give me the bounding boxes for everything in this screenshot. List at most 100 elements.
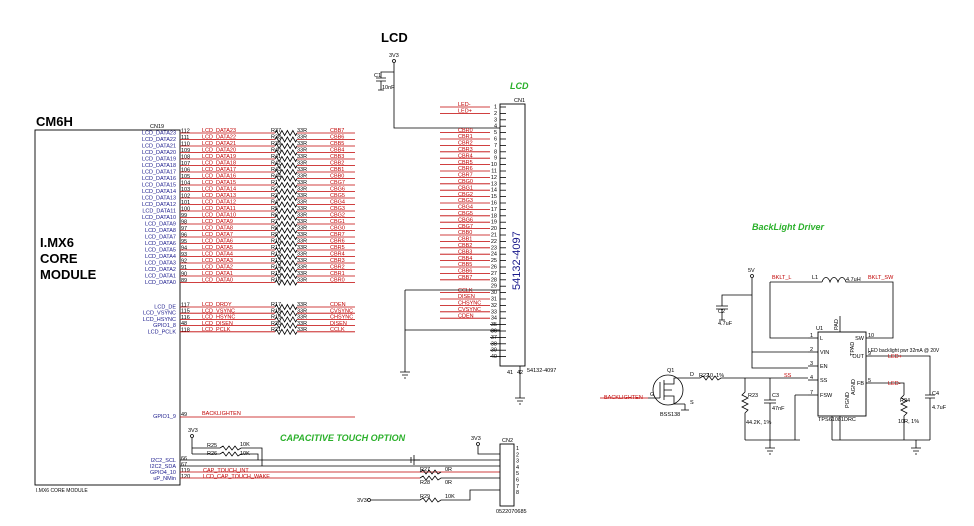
module-pin-label: LCD_DATA17 [142, 170, 176, 176]
series-resistor-value: 33R [297, 154, 307, 160]
cn1-pin-number: 10 [491, 162, 497, 168]
touch-vcc3: 3V3 [357, 498, 367, 504]
cn1-net-label: CBR5 [458, 160, 473, 166]
c1-ref: C1 [374, 73, 381, 79]
series-resistor-ref: R15 [271, 271, 281, 277]
module-pin-number: 110 [181, 142, 190, 148]
module-pin-label: LCD_DATA13 [142, 196, 176, 202]
cn1-net-label: CBG3 [458, 198, 473, 204]
module-net-label: LCD_DATA5 [202, 245, 233, 251]
gpio-bl-num: 49 [181, 412, 187, 418]
module-pin-number: 104 [181, 181, 190, 187]
l1-ref: L1 [812, 275, 818, 281]
series-resistor-ref: R21 [271, 327, 281, 333]
module-pin-label: LCD_DATA7 [145, 235, 176, 241]
lcd-net-label: CBR3 [330, 258, 345, 264]
lcd-net-label: CBG0 [330, 226, 345, 232]
u1-pin-number: 9 [868, 351, 871, 357]
lcd-net-label: CBG6 [330, 187, 345, 193]
cn1-pin-number: 13 [491, 181, 497, 187]
series-resistor-ref: R2 [271, 187, 278, 193]
r29-ref: R29 [420, 494, 430, 500]
lcd-net-label: CBB4 [330, 148, 344, 154]
cn2-part: 0522070685 [496, 509, 527, 515]
lcd-net-label: CBG5 [330, 193, 345, 199]
gpio-bl-pin: GPIO1_9 [153, 414, 176, 420]
lcd-net-label: CBR6 [330, 239, 345, 245]
module-pin-label: LCD_DATA8 [145, 228, 176, 234]
title-backlight: BackLight Driver [752, 222, 825, 232]
series-resistor-value: 33R [297, 141, 307, 147]
module-net-label: LCD_HSYNC [202, 315, 235, 321]
sw-l-net: BKLT_L [772, 275, 791, 281]
gpio4-10-num: 119 [181, 468, 190, 474]
module-net-label: LCD_DATA19 [202, 154, 236, 160]
series-resistor-ref: R18 [271, 308, 281, 314]
gpio-bl-net: BACKLIGHTEN [202, 411, 241, 417]
module-net-label: LCD_DRDY [202, 302, 232, 308]
module-net-label: LCD_DATA21 [202, 141, 236, 147]
cn1-pin-number: 18 [491, 213, 497, 219]
cn1-pin-number: 11 [491, 169, 497, 175]
u1-ref: U1 [816, 326, 823, 332]
module-net-label: LCD_DATA15 [202, 180, 236, 186]
module-pin-label: LCD_HSYNC [143, 317, 176, 323]
lcd-net-label: CBG7 [330, 180, 345, 186]
module-pin-number: 116 [181, 315, 190, 321]
module-pin-label: LCD_VSYNC [143, 311, 176, 317]
module-pin-label: LCD_DATA23 [142, 131, 176, 137]
module-pin-number: 118 [181, 327, 190, 333]
cn2-pin-number: 2 [516, 452, 519, 458]
cn1-pin-number: 16 [491, 201, 497, 207]
c4-ref: C4 [932, 391, 939, 397]
module-pin-number: 99 [181, 213, 187, 219]
cn1-net-label: CBR6 [458, 166, 473, 172]
cn1-net-label: CBB0 [458, 230, 472, 236]
cn1-pin-number: 30 [491, 290, 497, 296]
cn1-net-label: CBB1 [458, 237, 472, 243]
cn1-pin-number: 2 [494, 111, 497, 117]
series-resistor-ref: R17 [271, 302, 281, 308]
module-net-label: LCD_DATA12 [202, 200, 236, 206]
cn1-pin-number: 20 [491, 226, 497, 232]
led-plus-net: LED+ [888, 354, 902, 360]
r23-val: 44.2K, 1% [746, 420, 771, 426]
series-resistor-ref: R43 [271, 167, 281, 173]
series-resistor-ref: R19 [271, 315, 281, 321]
u1-pin-number: 3 [810, 361, 813, 367]
series-resistor-value: 33R [297, 239, 307, 245]
series-resistor-ref: R7 [271, 219, 278, 225]
lcd-net-label: CBB1 [330, 167, 344, 173]
series-resistor-value: 33R [297, 148, 307, 154]
series-resistor-ref: R37 [271, 128, 281, 134]
u1-pgnd: PGND [845, 392, 851, 408]
module-pin-label: LCD_DATA22 [142, 137, 176, 143]
u1-pin-name: SS [820, 378, 828, 384]
module-net-label: LCD_DATA10 [202, 213, 236, 219]
r27-val: 0R [445, 467, 452, 473]
module-net-label: LCD_DATA7 [202, 232, 233, 238]
series-resistor-ref: R42 [271, 161, 281, 167]
cn1-pin-number: 29 [491, 284, 497, 290]
lcd-net-label: CBR2 [330, 265, 345, 271]
cn1-pin-number: 4 [494, 124, 497, 130]
series-resistor-ref: R14 [271, 265, 281, 271]
title-touch: CAPACITIVE TOUCH OPTION [280, 433, 406, 443]
module-pin-label: LCD_DATA5 [145, 248, 176, 254]
module-pin-number: 106 [181, 168, 190, 174]
cn1-net-label: LED+ [458, 109, 472, 115]
series-resistor-value: 33R [297, 174, 307, 180]
u1-pad: PAD [834, 319, 840, 330]
module-pin-number: 98 [181, 220, 187, 226]
module-pin-number: 90 [181, 272, 187, 278]
lcd-net-label: CBG1 [330, 219, 345, 225]
module-connector-ref: CN19 [150, 124, 164, 130]
cn1-pin-number: 37 [491, 335, 497, 341]
series-resistor-value: 33R [297, 128, 307, 134]
r23-ref: R23 [748, 393, 758, 399]
module-pin-label: LCD_DATA10 [142, 215, 176, 221]
cn2-pin-number: 6 [516, 478, 519, 484]
